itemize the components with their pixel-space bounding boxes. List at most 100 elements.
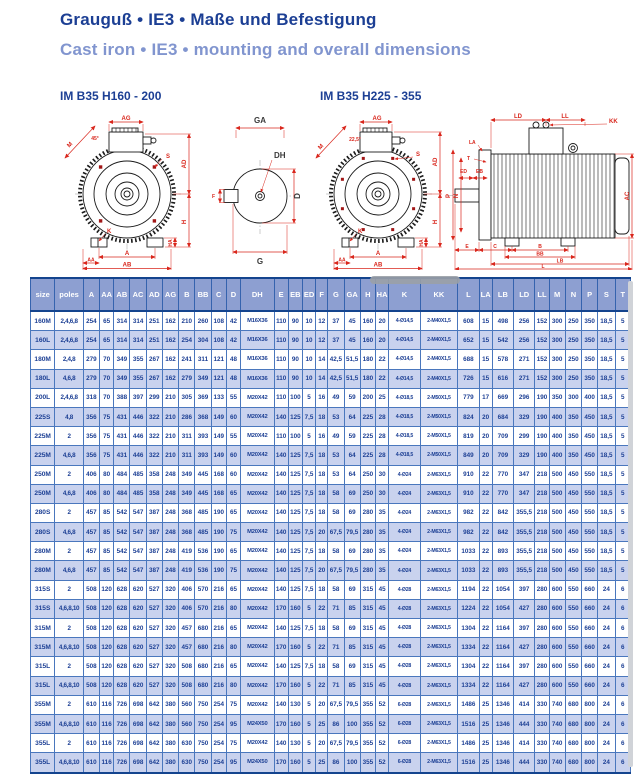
page-title-english: Cast iron • IE3 • mounting and overall d… bbox=[60, 40, 471, 59]
value-cell: 350 bbox=[581, 330, 599, 351]
value-cell: 1346 bbox=[491, 733, 515, 754]
value-cell: 218 bbox=[534, 464, 550, 485]
value-cell: 630 bbox=[178, 752, 196, 773]
value-cell: 355 bbox=[359, 752, 377, 773]
value-cell: 271 bbox=[513, 368, 536, 389]
value-cell: 59 bbox=[343, 387, 361, 408]
value-cell: 22 bbox=[478, 598, 493, 620]
value-cell: M20X42 bbox=[240, 675, 275, 696]
value-cell: 65 bbox=[225, 502, 242, 524]
value-cell: 349 bbox=[113, 349, 131, 370]
value-cell: 315 bbox=[359, 656, 377, 677]
value-cell: 22 bbox=[374, 349, 390, 370]
value-cell: 550 bbox=[564, 675, 583, 696]
value-cell: 6-Ø28 bbox=[388, 694, 421, 715]
value-cell: 69 bbox=[343, 579, 361, 600]
value-cell: 330 bbox=[534, 694, 550, 715]
value-cell: 4-Ø28 bbox=[388, 617, 421, 639]
value-cell: 350 bbox=[581, 349, 599, 370]
value-cell: 100 bbox=[343, 713, 361, 735]
value-cell: 4-Ø24 bbox=[388, 502, 421, 524]
column-header-t: T bbox=[614, 277, 631, 312]
value-cell: 300 bbox=[564, 387, 583, 408]
value-cell: 560 bbox=[178, 713, 196, 735]
value-cell: 110 bbox=[273, 310, 289, 332]
value-cell: 45 bbox=[374, 656, 390, 677]
value-cell: 320 bbox=[161, 617, 180, 639]
value-cell: 368 bbox=[194, 406, 212, 428]
value-cell: 85 bbox=[99, 541, 115, 562]
value-cell: 406 bbox=[178, 579, 196, 600]
value-cell: 444 bbox=[513, 752, 536, 773]
value-cell: 642 bbox=[145, 694, 163, 715]
dimension-lines bbox=[217, 125, 297, 255]
value-cell: 45 bbox=[374, 617, 390, 639]
value-cell: 18,5 bbox=[597, 330, 616, 351]
value-cell: 2 bbox=[54, 426, 84, 447]
value-cell: 20 bbox=[315, 694, 329, 715]
value-cell: M20X42 bbox=[240, 617, 275, 639]
dim-label-s: S bbox=[166, 154, 170, 160]
value-cell: M20X42 bbox=[240, 541, 275, 562]
value-cell: 18,5 bbox=[597, 522, 616, 543]
value-cell: 349 bbox=[178, 464, 196, 485]
value-cell: 485 bbox=[194, 502, 212, 524]
value-cell: 500 bbox=[548, 560, 566, 581]
column-header-eb: EB bbox=[287, 277, 303, 312]
value-cell: 70 bbox=[99, 387, 115, 408]
value-cell: 600 bbox=[548, 675, 566, 696]
value-cell: 216 bbox=[210, 617, 227, 639]
value-cell: 1516 bbox=[457, 713, 480, 735]
value-cell: 779 bbox=[457, 387, 480, 408]
value-cell: 65 bbox=[225, 483, 242, 504]
value-cell: 120 bbox=[99, 675, 115, 696]
value-cell: 254 bbox=[210, 694, 227, 715]
value-cell: 4-Ø28 bbox=[388, 656, 421, 677]
value-cell: 75 bbox=[99, 406, 115, 428]
value-cell: 842 bbox=[491, 502, 515, 524]
value-cell: 225 bbox=[359, 406, 377, 428]
horizontal-scrollbar-thumb[interactable] bbox=[370, 276, 460, 284]
column-header-g: G bbox=[327, 277, 345, 312]
value-cell: 296 bbox=[513, 387, 536, 408]
value-cell: 330 bbox=[534, 713, 550, 735]
value-cell: 300 bbox=[548, 310, 566, 332]
value-cell: 578 bbox=[491, 349, 515, 370]
value-cell: 500 bbox=[548, 464, 566, 485]
value-cell: 58 bbox=[327, 541, 345, 562]
value-cell: 369 bbox=[194, 387, 212, 408]
front-view-drawing-h160: AG M 45° S AD H HA K A AA AB bbox=[64, 116, 192, 270]
value-cell: 1346 bbox=[491, 713, 515, 735]
value-cell: M20X42 bbox=[240, 502, 275, 524]
size-cell: 280S bbox=[29, 522, 56, 543]
value-cell: 600 bbox=[548, 579, 566, 600]
value-cell: 75 bbox=[99, 426, 115, 447]
value-cell: 318 bbox=[82, 387, 101, 408]
column-header-m: M bbox=[548, 277, 566, 312]
value-cell: 550 bbox=[581, 541, 599, 562]
value-cell: 18,5 bbox=[597, 464, 616, 485]
size-cell: 200L bbox=[29, 387, 56, 408]
value-cell: 190 bbox=[210, 502, 227, 524]
value-cell: 18,5 bbox=[597, 387, 616, 408]
value-cell: 508 bbox=[82, 656, 101, 677]
value-cell: 680 bbox=[194, 656, 212, 677]
value-cell: 218 bbox=[534, 483, 550, 504]
value-cell: 616 bbox=[491, 368, 515, 389]
value-cell: 280 bbox=[534, 579, 550, 600]
value-cell: 387 bbox=[145, 560, 163, 581]
value-cell: 149 bbox=[210, 426, 227, 447]
value-cell: 368 bbox=[178, 502, 196, 524]
vertical-scrollbar-track[interactable] bbox=[628, 281, 633, 767]
value-cell: 22 bbox=[315, 675, 329, 696]
dim-label-g: G bbox=[257, 257, 263, 266]
column-header-ag: AG bbox=[161, 277, 180, 312]
motor-front-outline bbox=[75, 127, 181, 252]
value-cell: 600 bbox=[548, 598, 566, 620]
value-cell: 45 bbox=[343, 330, 361, 351]
